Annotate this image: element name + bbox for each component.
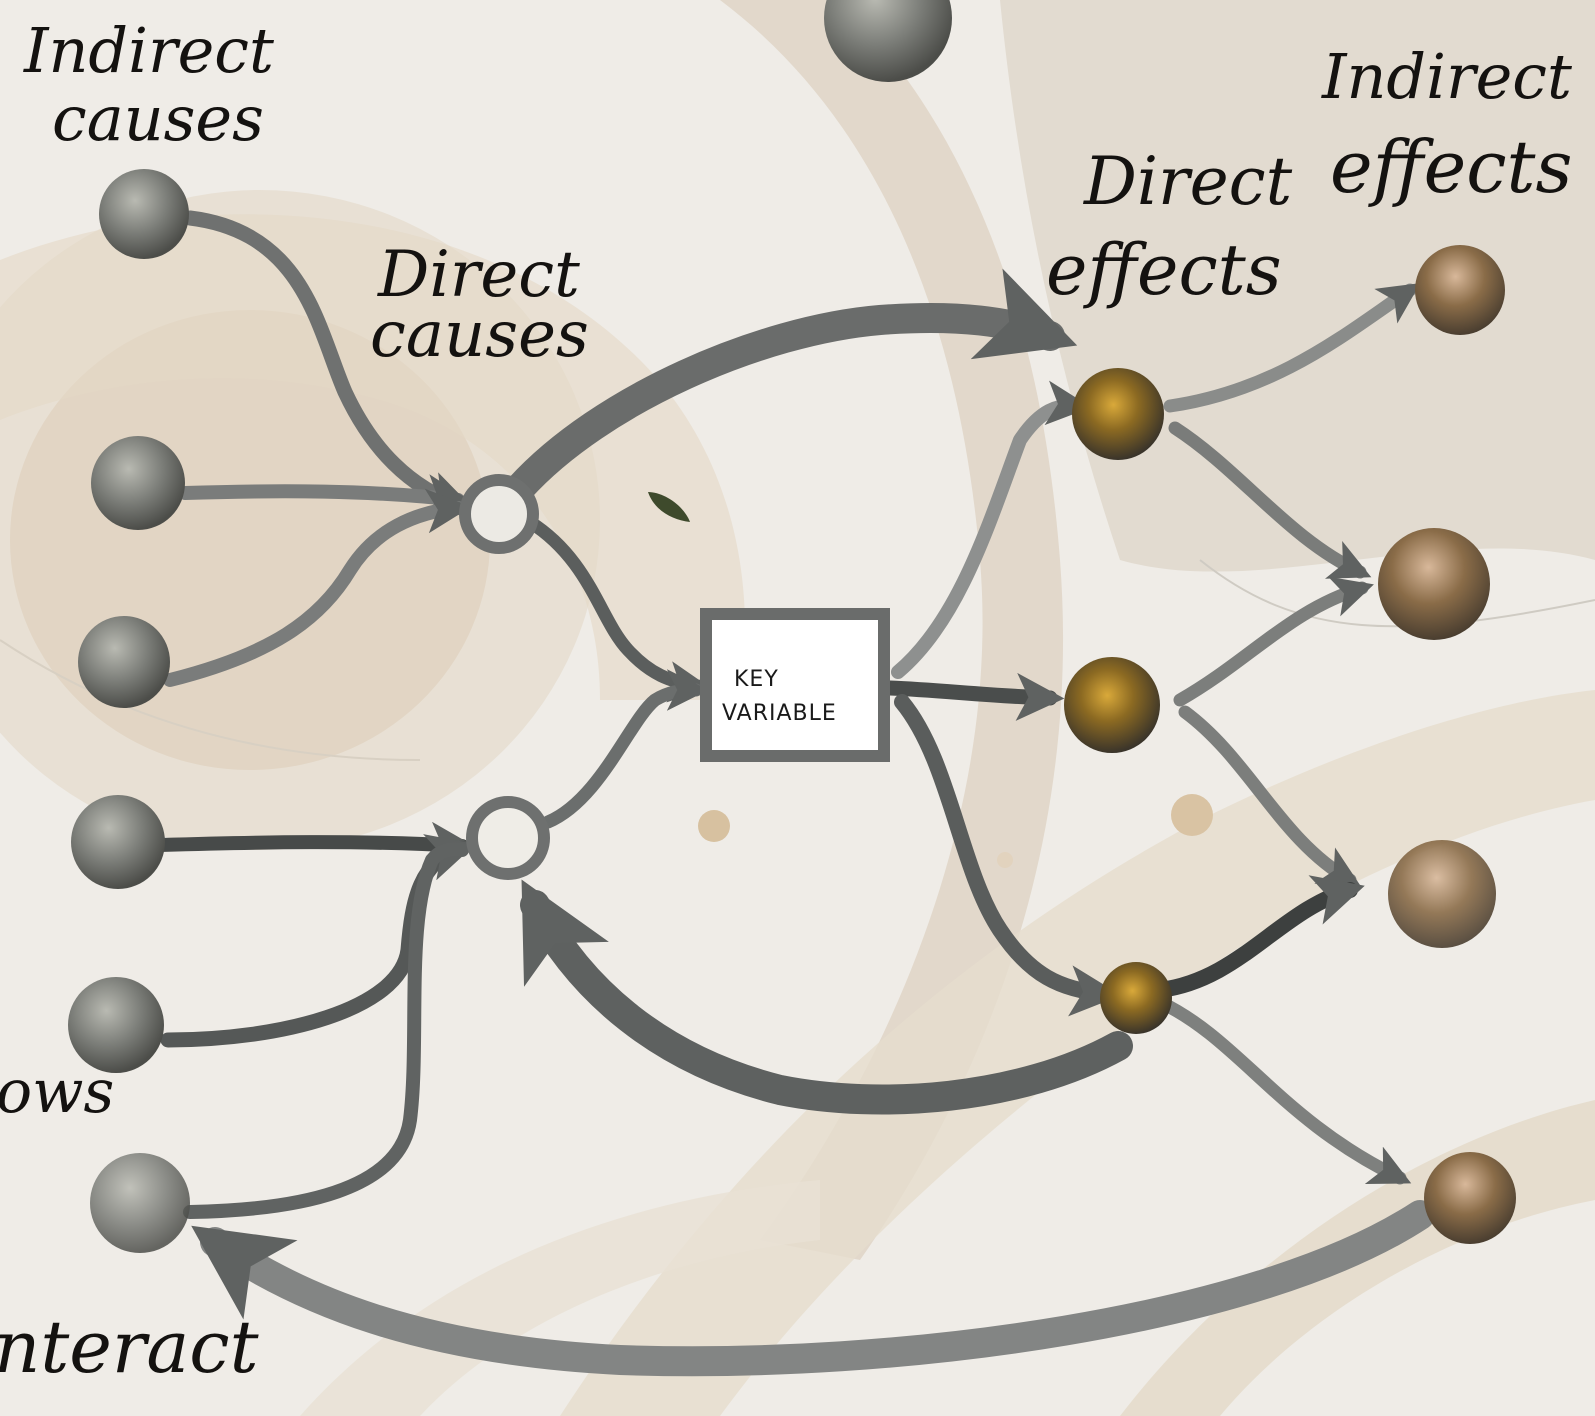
direct-effects-label-line2: effects <box>1046 229 1282 311</box>
cut-label-nteract: nteract <box>0 1305 260 1389</box>
key-variable-label-line2: VARIABLE <box>722 701 837 726</box>
cut-label-ows: ows <box>0 1057 114 1127</box>
arrow-de2-to-ie3 <box>1178 705 1361 887</box>
indirect-effects-label-line2: effects <box>1330 125 1572 209</box>
arrow-de3-to-ie3 <box>1152 875 1365 998</box>
arrow-key-to-de3 <box>894 694 1122 1017</box>
indirect-cause-node-3 <box>78 616 170 708</box>
arrow-de1-to-ie2 <box>1168 421 1372 579</box>
arrow-de3-to-ie4 <box>1153 995 1412 1185</box>
key-variable-label-line1: KEY <box>734 667 779 692</box>
direct-effect-node-2 <box>1064 657 1160 753</box>
indirect-cause-node-top <box>824 0 952 82</box>
arrow-ic6-to-dc2 <box>183 842 469 1219</box>
nodes <box>68 0 1516 1253</box>
direct-effects-label-line1: Direct <box>1083 143 1293 220</box>
direct-effect-node-1 <box>1072 368 1164 460</box>
arrows <box>153 210 1435 1377</box>
arrow-key-to-de2 <box>882 672 1065 721</box>
arrow-dc1-to-de1 <box>505 268 1078 503</box>
arrow-ic1-to-dc1 <box>182 210 476 518</box>
indirect-cause-node-5 <box>68 977 164 1073</box>
arrow-de2-to-ie2 <box>1173 576 1374 707</box>
key-variable-box: KEY VARIABLE <box>700 608 890 762</box>
indirect-effect-node-1 <box>1415 245 1505 335</box>
indirect-cause-node-2 <box>91 436 185 530</box>
arrow-ic3-to-dc1 <box>163 488 472 687</box>
indirect-cause-node-6 <box>90 1153 190 1253</box>
arrow-ic4-to-dc2 <box>153 821 476 867</box>
direct-cause-node-2 <box>466 796 550 880</box>
indirect-effect-node-2 <box>1378 528 1490 640</box>
indirect-effects-label-line1: Indirect <box>1321 40 1572 113</box>
arrow-key-to-de1 <box>891 380 1092 679</box>
labels: Indirect causes Direct causes Direct eff… <box>0 14 1572 1389</box>
arrow-ic2-to-dc1 <box>178 474 472 519</box>
arrow-de1-to-ie1 <box>1163 283 1421 413</box>
direct-causes-label-line1: Direct <box>377 238 580 312</box>
indirect-causes-label-line2: causes <box>52 82 264 155</box>
direct-cause-node-1 <box>459 474 539 554</box>
indirect-cause-node-1 <box>99 169 189 259</box>
direct-causes-label-line2: causes <box>370 298 589 372</box>
arrow-feedback-ie4-to-ic6 <box>191 1200 1435 1377</box>
indirect-cause-node-4 <box>71 795 165 889</box>
indirect-effect-node-4 <box>1424 1152 1516 1244</box>
indirect-effect-node-3 <box>1388 840 1496 948</box>
arrow-dc2-to-key <box>541 669 709 829</box>
direct-effect-node-3 <box>1100 962 1172 1034</box>
indirect-causes-label-line1: Indirect <box>23 14 274 87</box>
arrow-feedback-de3-to-dc2 <box>520 879 1133 1115</box>
